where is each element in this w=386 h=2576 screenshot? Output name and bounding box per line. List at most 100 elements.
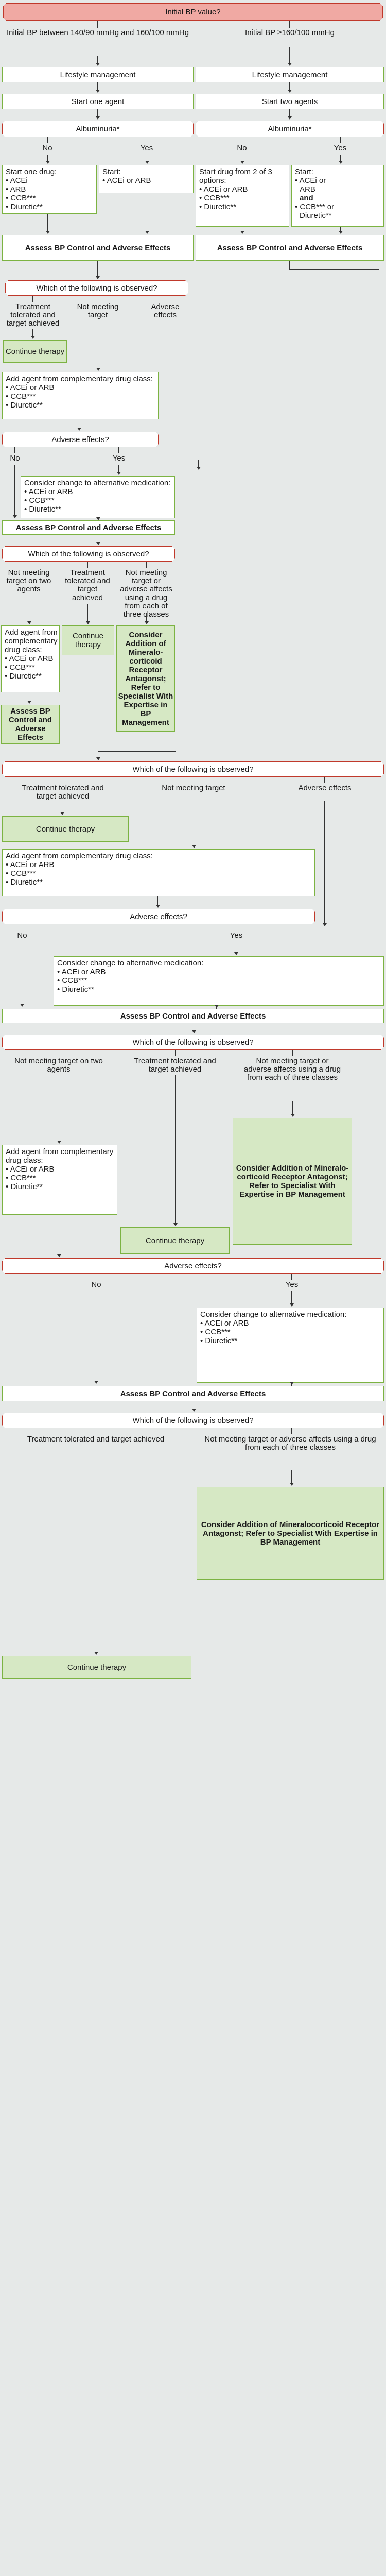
- node-add-agent-2[interactable]: Add agent from complementary drug class:…: [1, 625, 60, 692]
- arrow-icon: [156, 905, 160, 908]
- connector: [340, 137, 341, 143]
- node-start-acei-arb[interactable]: Start: ACEi or ARB: [99, 165, 194, 193]
- connector: [14, 465, 15, 516]
- arrow-icon: [96, 368, 100, 371]
- label-treatment-tolerated-4: Treatment tolerated and target achieved: [134, 1057, 216, 1074]
- node-initial-bp-value[interactable]: Initial BP value?: [3, 3, 383, 21]
- label-yes: Yes: [230, 931, 243, 940]
- arrow-icon: [60, 812, 64, 815]
- drug-list: ACEi or ARB CCB*** Diuretic**: [199, 185, 248, 211]
- node-which-observed-3[interactable]: Which of the following is observed?: [2, 761, 384, 777]
- arrow-icon: [117, 472, 121, 475]
- node-consider-change-1[interactable]: Consider change to alternative medicatio…: [21, 476, 175, 518]
- node-consider-mra-4[interactable]: Consider Addition of Mineralo-corticoid …: [233, 1118, 352, 1245]
- node-assess-bp-4[interactable]: Assess BP Control and Adverse Effects: [2, 1386, 384, 1401]
- node-start-one-agent[interactable]: Start one agent: [2, 94, 194, 109]
- label-not-meeting-two-agents-2: Not meeting target on two agents: [6, 568, 51, 594]
- node-albuminuria-right[interactable]: Albuminuria*: [196, 121, 384, 137]
- node-label: Adverse effects?: [130, 912, 187, 921]
- list-item: Diuretic**: [6, 1182, 54, 1191]
- node-assess-bp-2[interactable]: Assess BP Control and Adverse Effects: [2, 520, 175, 535]
- node-start-drug-2of3[interactable]: Start drug from 2 of 3 options: ACEi or …: [196, 165, 289, 227]
- connector: [157, 896, 159, 906]
- node-assess-bp-right[interactable]: Assess BP Control and Adverse Effects: [196, 235, 384, 261]
- node-adverse-effects-q-4[interactable]: Adverse effects?: [2, 1258, 384, 1274]
- arrow-icon: [192, 1409, 196, 1412]
- connector: [87, 604, 89, 622]
- arrow-icon: [96, 517, 100, 520]
- connector: [87, 562, 89, 568]
- node-title: Add agent from complementary drug class:: [5, 628, 58, 654]
- node-label: Which of the following is observed?: [132, 1416, 254, 1425]
- node-label: Consider Addition of Mineralo-corticoid …: [236, 1164, 349, 1199]
- connector: [98, 751, 176, 752]
- node-continue-therapy-4[interactable]: Continue therapy: [120, 1227, 230, 1254]
- node-consider-mra-5[interactable]: Consider Addition of Mineralocorticoid R…: [197, 1487, 384, 1580]
- node-consider-mra-2[interactable]: Consider Addition of Mineralo-corticoid …: [116, 625, 175, 732]
- connector: [291, 1274, 292, 1280]
- connector: [146, 613, 147, 622]
- node-label: Start one agent: [71, 97, 125, 106]
- arrow-icon: [215, 1005, 219, 1008]
- connector: [97, 56, 98, 64]
- node-label: Which of the following is observed?: [132, 1038, 254, 1047]
- connector: [291, 1428, 292, 1434]
- list-item: Diuretic**: [6, 401, 54, 410]
- arrow-icon: [323, 923, 327, 926]
- list-item: Diuretic**: [6, 878, 54, 887]
- node-which-observed-4[interactable]: Which of the following is observed?: [2, 1035, 384, 1050]
- node-label: Continue therapy: [145, 1236, 205, 1245]
- node-assess-bp-left[interactable]: Assess BP Control and Adverse Effects: [2, 235, 194, 261]
- node-start-acei-arb-and-ccb[interactable]: Start: ACEi or ARB and CCB*** or Diureti…: [291, 165, 384, 227]
- node-title: Consider change to alternative medicatio…: [200, 1310, 347, 1319]
- drug-list: ACEi or ARB CCB*** Diuretic**: [57, 968, 106, 994]
- list-item: CCB***: [6, 869, 54, 878]
- arrow-icon: [145, 231, 149, 234]
- connector: [324, 777, 325, 783]
- node-continue-therapy-2[interactable]: Continue therapy: [62, 625, 114, 655]
- node-which-observed-1[interactable]: Which of the following is observed?: [5, 280, 188, 296]
- connector: [97, 21, 98, 28]
- node-albuminuria-left[interactable]: Albuminuria*: [2, 121, 194, 137]
- drug-list: ACEi or ARB and CCB*** or Diuretic**: [295, 176, 335, 220]
- arrow-icon: [288, 63, 292, 66]
- node-adverse-effects-q-3[interactable]: Adverse effects?: [2, 909, 315, 924]
- arrow-icon: [27, 701, 31, 704]
- node-label: Consider Addition of Mineralocorticoid R…: [201, 1520, 380, 1547]
- label-yes: Yes: [285, 1280, 299, 1289]
- node-consider-change-3[interactable]: Consider change to alternative medicatio…: [54, 956, 384, 1006]
- node-continue-therapy-1[interactable]: Continue therapy: [3, 340, 67, 363]
- connector: [289, 269, 379, 270]
- drug-list: ACEi ARB CCB*** Diuretic**: [6, 176, 43, 211]
- connector: [340, 227, 341, 232]
- node-continue-therapy-5[interactable]: Continue therapy: [2, 1656, 191, 1679]
- node-adverse-effects-q-1[interactable]: Adverse effects?: [2, 432, 159, 447]
- node-which-observed-2[interactable]: Which of the following is observed?: [2, 546, 175, 562]
- label-no: No: [237, 144, 247, 152]
- drug-list: ACEi or ARB CCB*** Diuretic**: [200, 1319, 249, 1345]
- node-label: Assess BP Control and Adverse Effects: [120, 1389, 266, 1398]
- node-assess-bp-stacked-2[interactable]: Assess BP Control and Adverse Effects: [1, 705, 60, 744]
- connector: [97, 82, 98, 91]
- arrow-icon: [94, 1652, 98, 1655]
- node-which-observed-5[interactable]: Which of the following is observed?: [2, 1413, 384, 1428]
- node-title: Start:: [295, 167, 313, 176]
- node-title: Add agent from complementary drug class:: [6, 375, 153, 383]
- node-add-agent-4[interactable]: Add agent from complementary drug class:…: [2, 1145, 117, 1215]
- node-add-agent-3[interactable]: Add agent from complementary drug class:…: [2, 849, 315, 896]
- node-start-two-agents[interactable]: Start two agents: [196, 94, 384, 109]
- connector: [175, 1050, 176, 1056]
- node-continue-therapy-3[interactable]: Continue therapy: [2, 816, 129, 842]
- node-label: Adverse effects?: [51, 435, 109, 444]
- node-lifestyle-management-left[interactable]: Lifestyle management: [2, 67, 194, 82]
- node-start-one-drug[interactable]: Start one drug: ACEi ARB CCB*** Diuretic…: [2, 165, 97, 214]
- node-lifestyle-management-right[interactable]: Lifestyle management: [196, 67, 384, 82]
- arrow-icon: [46, 231, 50, 234]
- node-add-agent-1[interactable]: Add agent from complementary drug class:…: [2, 372, 159, 419]
- node-assess-bp-3[interactable]: Assess BP Control and Adverse Effects: [2, 1009, 384, 1023]
- node-consider-change-4[interactable]: Consider change to alternative medicatio…: [197, 1308, 384, 1383]
- label-not-meeting-or-adverse-5: Not meeting target or adverse affects us…: [204, 1435, 376, 1452]
- node-title: Add agent from complementary drug class:: [6, 852, 153, 860]
- arrow-icon: [31, 336, 35, 339]
